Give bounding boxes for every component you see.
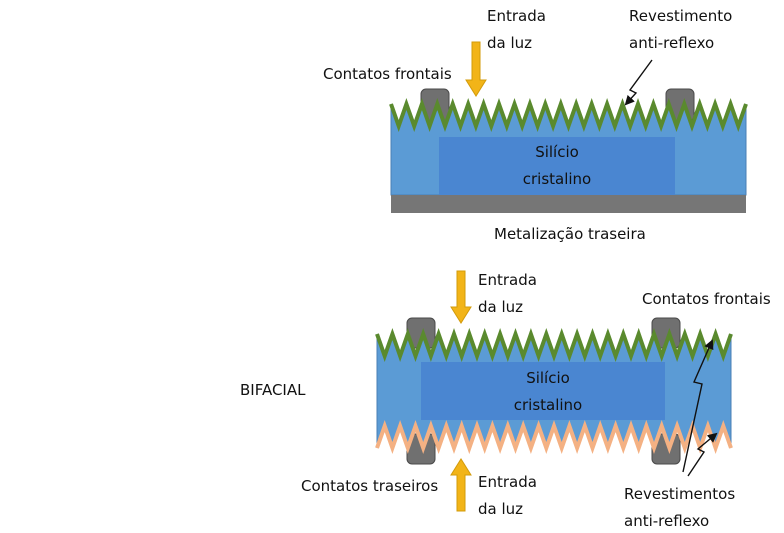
front-ar-coating	[375, 327, 733, 363]
silicon-label-2: cristalino	[523, 170, 592, 188]
ar-coating-label-1: Revestimento	[629, 7, 732, 25]
light-bottom-label-1: Entrada	[478, 473, 537, 491]
bifacial-cell: Silício cristalino BIFACIAL Entrada da l…	[240, 270, 771, 530]
bifacial-label: BIFACIAL	[240, 381, 306, 399]
light-label-2: da luz	[487, 34, 532, 52]
silicon-label-1: Silício	[526, 369, 570, 387]
silicon-label-1: Silício	[535, 143, 579, 161]
light-top-label-1: Entrada	[478, 271, 537, 289]
ar-coatings-pointer-top	[682, 339, 714, 473]
silicon-core	[421, 362, 665, 420]
ar-coating-pointer	[624, 59, 653, 106]
back-metallization	[391, 195, 746, 213]
front-contacts-label: Contatos frontais	[323, 65, 452, 83]
light-arrow-top-icon	[450, 270, 472, 324]
back-metal-label: Metalização traseira	[494, 225, 646, 243]
ar-coatings-label-2: anti-reflexo	[624, 512, 709, 530]
light-top-label-2: da luz	[478, 298, 523, 316]
light-label-1: Entrada	[487, 7, 546, 25]
rear-ar-coating	[375, 419, 733, 455]
ar-coatings-label-1: Revestimentos	[624, 485, 735, 503]
light-bottom-label-2: da luz	[478, 500, 523, 518]
rear-contacts-label: Contatos traseiros	[301, 477, 438, 495]
silicon-label-2: cristalino	[514, 396, 583, 414]
front-contacts-label: Contatos frontais	[642, 290, 771, 308]
light-arrow-bottom-icon	[450, 458, 472, 512]
ar-coating-label-2: anti-reflexo	[629, 34, 714, 52]
front-ar-coating	[389, 97, 748, 133]
monofacial-cell: Silício cristalino Entrada da luz Contat…	[323, 7, 748, 243]
ar-coatings-pointer-bottom	[687, 432, 718, 477]
silicon-core	[439, 137, 675, 195]
light-arrow-icon	[465, 41, 487, 97]
